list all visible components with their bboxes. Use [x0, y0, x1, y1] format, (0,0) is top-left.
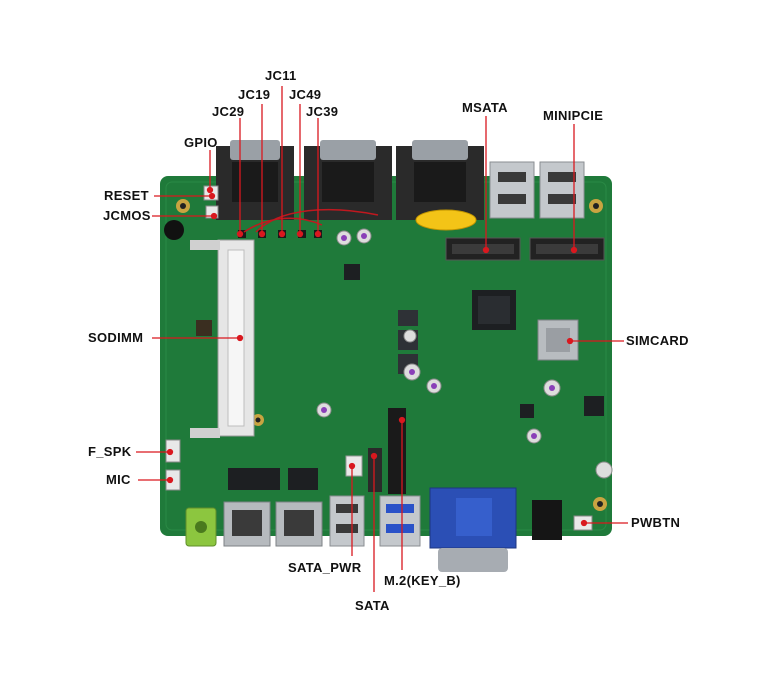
label-sodimm: SODIMM — [88, 330, 144, 345]
small-chip — [344, 264, 360, 280]
red-wires — [243, 208, 379, 233]
capacitors — [316, 228, 613, 479]
small-chip — [520, 404, 534, 418]
lan-chip-2 — [288, 468, 318, 490]
label-f-spk: F_SPK — [88, 444, 132, 459]
label-pwbtn: PWBTN — [631, 515, 681, 530]
buzzer — [164, 220, 184, 240]
label-sata-pwr: SATA_PWR — [288, 560, 362, 575]
label-jc29: JC29 — [212, 104, 245, 119]
label-sata: SATA — [355, 598, 390, 613]
small-chip — [196, 320, 212, 336]
sata-connector — [368, 448, 382, 492]
label-jcmos: JCMOS — [103, 208, 151, 223]
cmos-battery — [415, 209, 477, 231]
label-m2: M.2(KEY_B) — [384, 573, 461, 588]
small-chip — [584, 396, 604, 416]
pcb-board — [160, 176, 612, 536]
label-jc39: JC39 — [306, 104, 339, 119]
label-gpio: GPIO — [184, 135, 218, 150]
com-port-3 — [396, 140, 484, 220]
usb-port-top-1 — [489, 161, 535, 219]
inductor — [398, 310, 418, 326]
label-reset: RESET — [104, 188, 149, 203]
label-mic: MIC — [106, 472, 131, 487]
label-jc11: JC11 — [265, 68, 297, 83]
label-jc49: JC49 — [289, 87, 322, 102]
label-simcard: SIMCARD — [626, 333, 689, 348]
usb-port-top-2 — [539, 161, 585, 219]
lan-chip — [228, 468, 280, 490]
label-msata: MSATA — [462, 100, 508, 115]
label-minipcie: MINIPCIE — [543, 108, 604, 123]
vga-port — [429, 487, 517, 572]
label-jc19: JC19 — [238, 87, 271, 102]
dc-jack — [532, 500, 562, 540]
com-port-2 — [304, 140, 392, 220]
com-port-1 — [216, 140, 294, 220]
usb-port-bottom-1 — [329, 495, 365, 547]
